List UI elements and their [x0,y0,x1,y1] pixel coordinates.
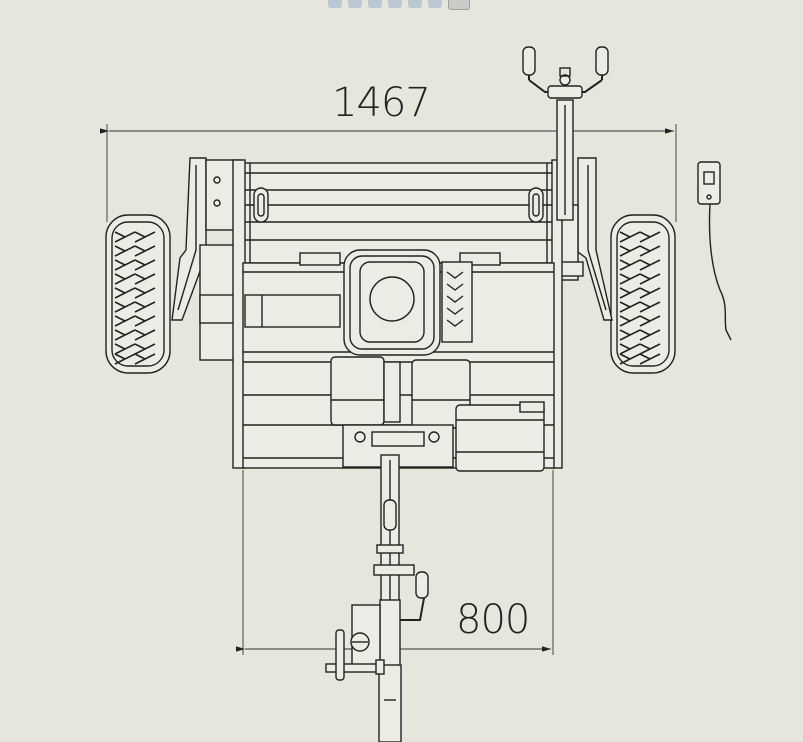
dimension-text-overall: 1467 [332,80,430,126]
view-toolbar [328,0,588,10]
view-icon[interactable] [408,0,422,8]
tow-bar [373,454,415,742]
engine [343,249,473,356]
left-wheel-arm [171,157,243,361]
dimension-text-track: 800 [456,597,529,643]
zoom-area-icon[interactable] [348,0,362,8]
left-wheel [105,214,171,374]
mower-deck [232,159,563,469]
tow-lever [325,604,385,681]
handlebar [522,46,609,221]
dimension-track-width: 800 [236,470,554,655]
pan-icon[interactable] [368,0,382,8]
display-icon[interactable] [428,0,442,8]
section-icon[interactable] [448,0,470,10]
right-wheel [610,214,676,374]
dimension-overall-width: 1467 [100,80,677,222]
gearbox-left [330,356,401,426]
rotate-icon[interactable] [388,0,402,8]
zoom-icon[interactable] [328,0,342,8]
battery-box [455,401,545,472]
tow-handle [400,571,429,621]
remote-control [697,161,732,341]
